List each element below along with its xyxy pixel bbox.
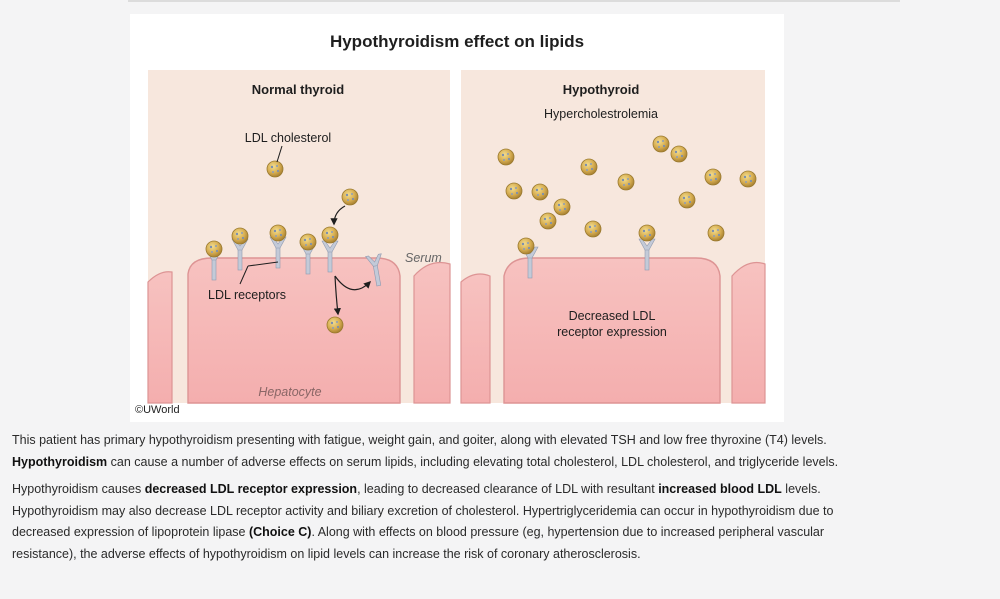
text-span: This patient has primary hypothyroidism … bbox=[12, 433, 827, 447]
ldl-particle bbox=[321, 226, 339, 244]
text-span: levels. Hypothyroidism may also decrease… bbox=[12, 482, 834, 539]
copyright-credit: ©UWorld bbox=[135, 404, 180, 416]
explanation-text: This patient has primary hypothyroidism … bbox=[12, 430, 892, 571]
ldl-particle bbox=[584, 220, 602, 238]
ldl-particle bbox=[670, 145, 688, 163]
ldl-particle bbox=[617, 173, 635, 191]
ldl-particle bbox=[517, 237, 535, 255]
ldl-particle bbox=[638, 224, 656, 242]
figure: Normal thyroid LDL cholesterol Serum LDL… bbox=[130, 14, 784, 422]
choice-reference[interactable]: (Choice C) bbox=[248, 525, 312, 539]
ldl-particle bbox=[205, 240, 223, 258]
ldl-particle bbox=[539, 212, 557, 230]
ldl-particle bbox=[341, 188, 359, 206]
ldl-particle bbox=[299, 233, 317, 251]
ldl-particle bbox=[704, 168, 722, 186]
decreased-expression-label-line1: Decreased LDL bbox=[569, 309, 656, 323]
paragraph-2: Hypothyroidism causes decreased LDL rece… bbox=[12, 479, 892, 565]
ldl-particle bbox=[678, 191, 696, 209]
ldl-cholesterol-label: LDL cholesterol bbox=[245, 131, 331, 145]
ldl-particle bbox=[266, 160, 284, 178]
ldl-receptors-label: LDL receptors bbox=[208, 288, 286, 302]
normal-thyroid-title: Normal thyroid bbox=[252, 82, 345, 97]
ldl-particle bbox=[269, 224, 287, 242]
bold-term: decreased LDL receptor expression bbox=[144, 482, 358, 496]
ldl-particle-internalized bbox=[326, 316, 344, 334]
ldl-particle bbox=[497, 148, 515, 166]
top-divider bbox=[128, 0, 900, 2]
hypothyroid-panel: Hypothyroid Hypercholestrolemia Decrease… bbox=[460, 70, 766, 404]
ldl-particle bbox=[739, 170, 757, 188]
figure-title: Hypothyroidism effect on lipids bbox=[329, 32, 585, 51]
ldl-particle bbox=[553, 198, 571, 216]
bold-term: increased blood LDL bbox=[658, 482, 782, 496]
ldl-particle bbox=[580, 158, 598, 176]
bold-term: Hypothyroidism bbox=[12, 454, 108, 469]
serum-label: Serum bbox=[405, 251, 442, 265]
normal-thyroid-panel: Normal thyroid LDL cholesterol Serum LDL… bbox=[147, 70, 451, 404]
lipid-diagram: Normal thyroid LDL cholesterol Serum LDL… bbox=[147, 70, 766, 404]
hypothyroid-title: Hypothyroid bbox=[563, 82, 640, 97]
ldl-particle bbox=[531, 183, 549, 201]
text-span: can cause a number of adverse effects on… bbox=[107, 454, 839, 469]
ldl-particle bbox=[707, 224, 725, 242]
ldl-particle bbox=[652, 135, 670, 153]
decreased-expression-label-line2: receptor expression bbox=[557, 325, 667, 339]
paragraph-1: This patient has primary hypothyroidism … bbox=[12, 430, 892, 473]
ldl-particle bbox=[231, 227, 249, 245]
text-span: . Along with effects on blood pressure (… bbox=[12, 525, 825, 561]
text-span: Hypothyroidism causes bbox=[12, 482, 145, 496]
ldl-particle bbox=[505, 182, 523, 200]
hepatocyte-label: Hepatocyte bbox=[258, 385, 321, 399]
text-span: , leading to decreased clearance of LDL … bbox=[357, 482, 659, 496]
hypercholesterolemia-label: Hypercholestrolemia bbox=[544, 107, 658, 121]
